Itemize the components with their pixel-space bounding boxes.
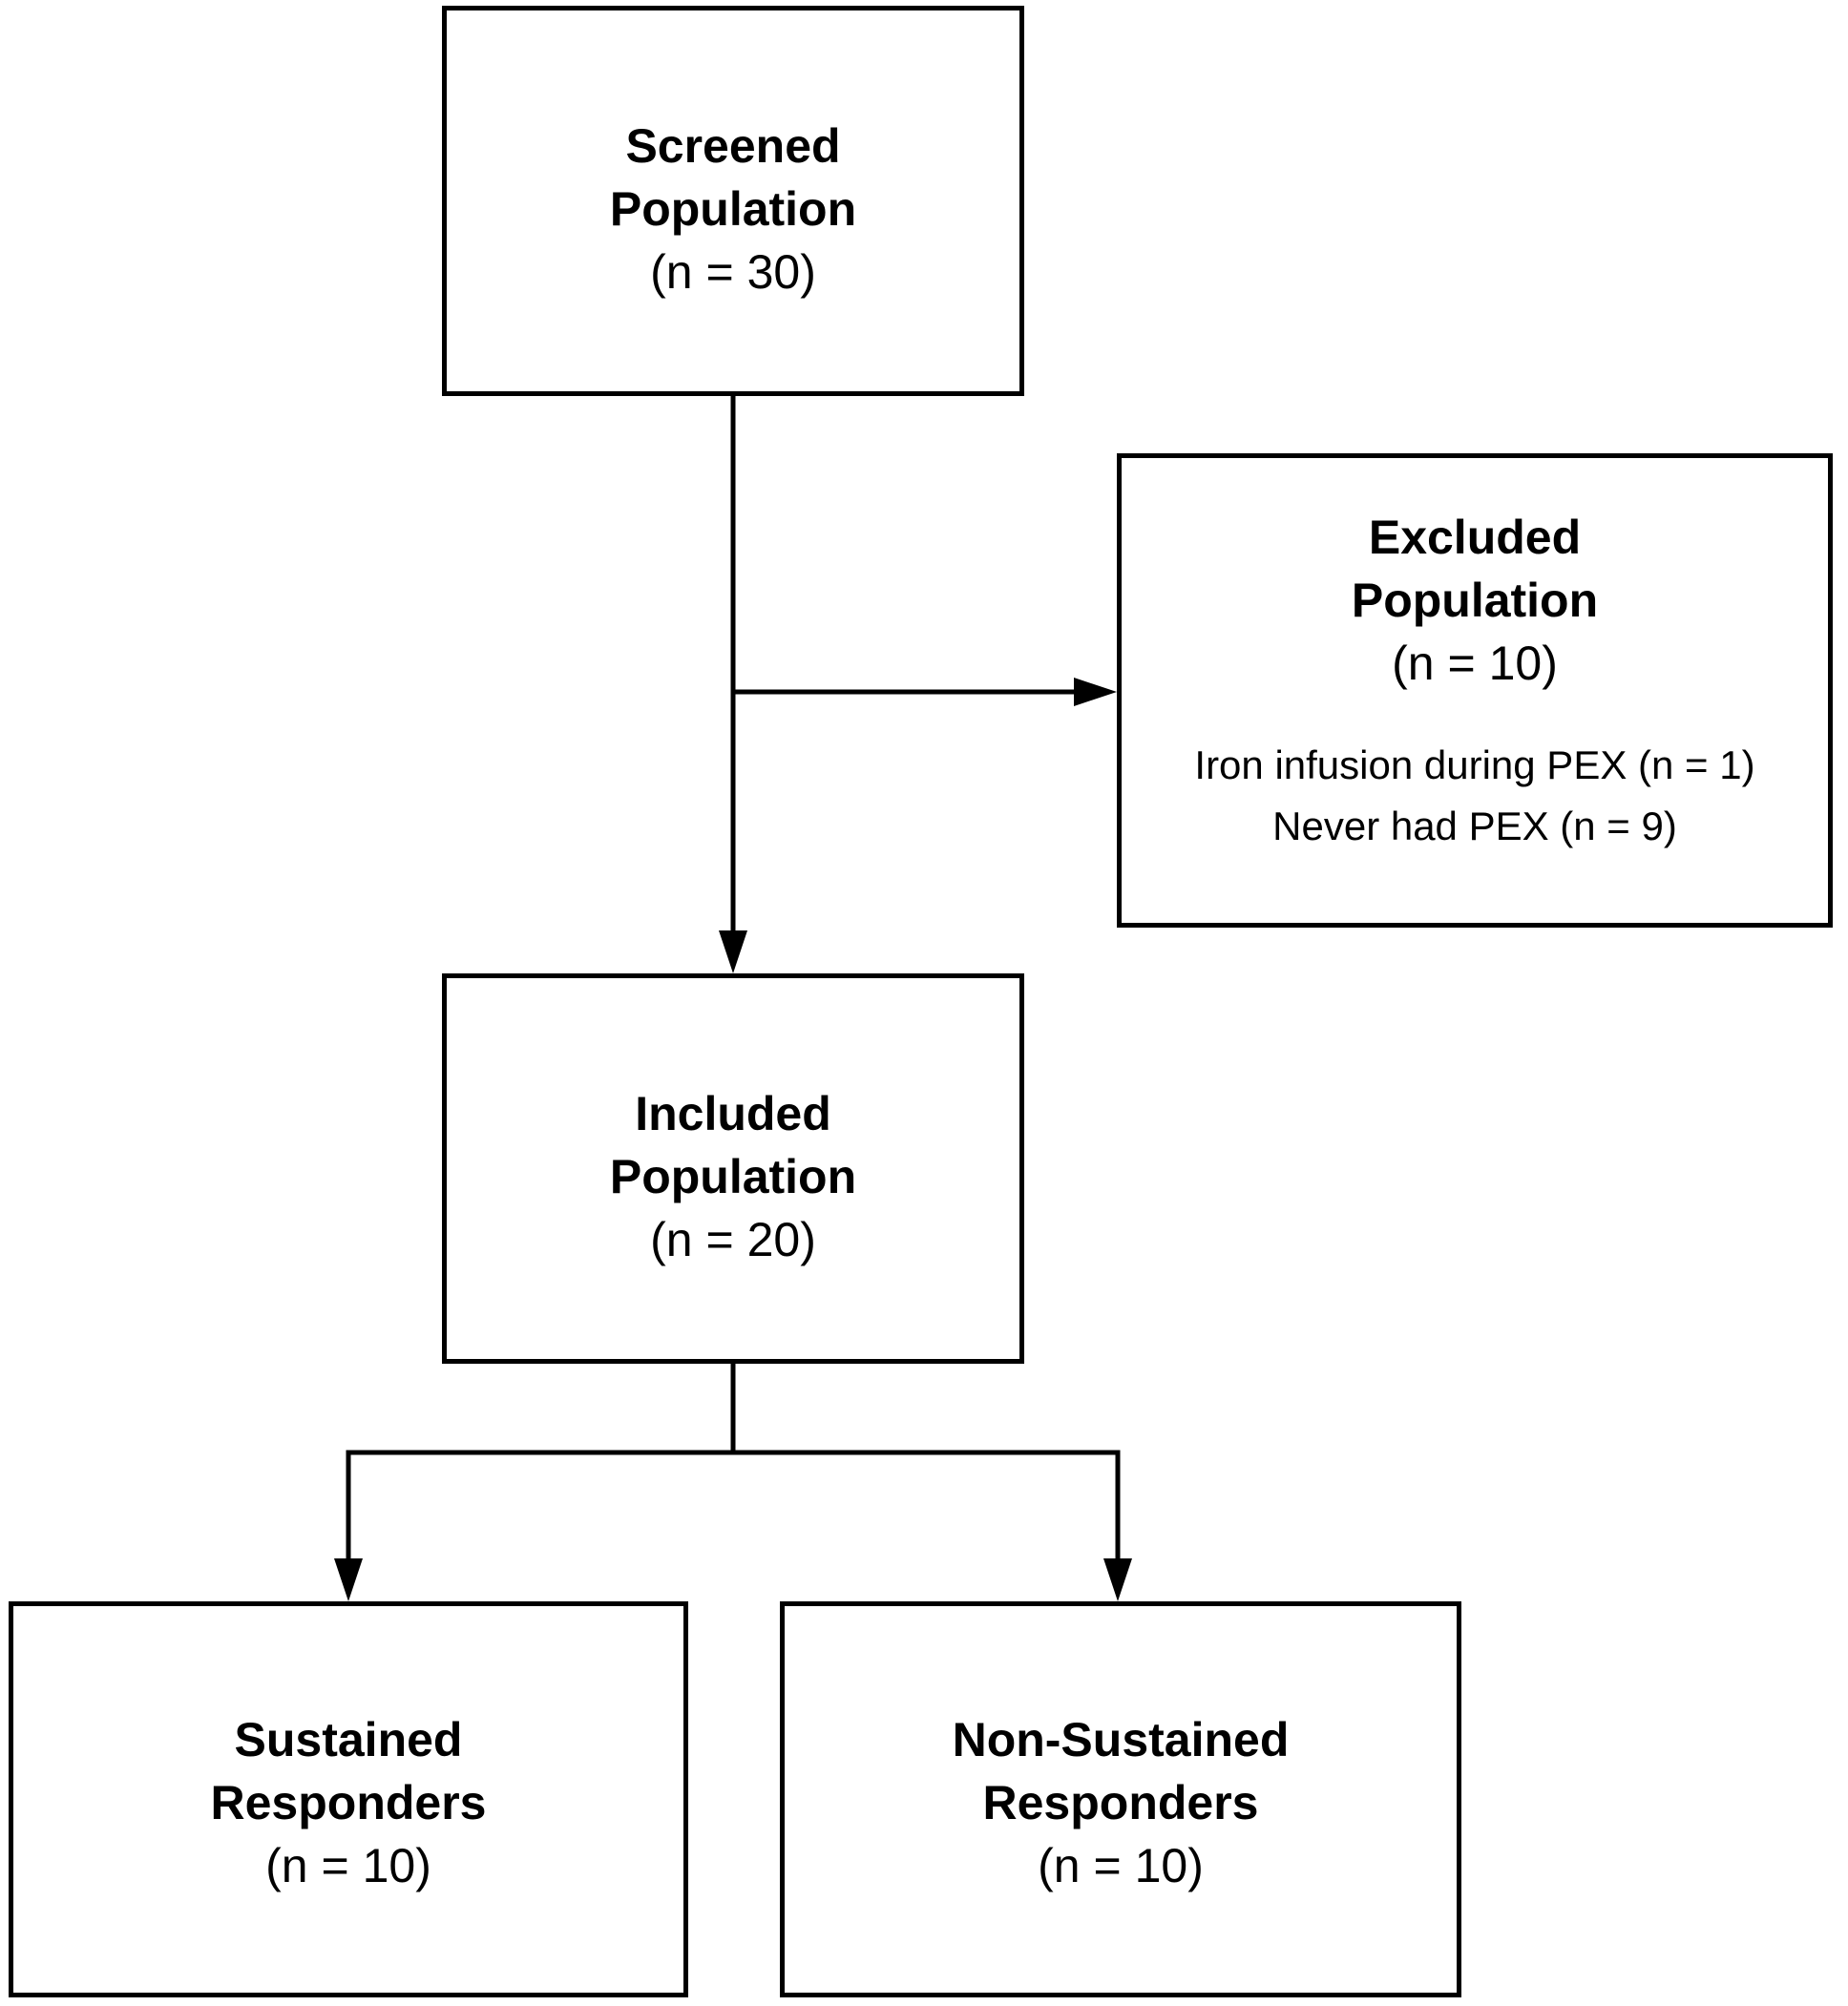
node-title-line1: Screened — [625, 119, 841, 173]
node-title-line2: Population — [609, 1150, 857, 1203]
node-title-line1: Non-Sustained — [952, 1713, 1290, 1766]
node-count: (n = 10) — [1038, 1839, 1204, 1892]
node-excluded-population: Excluded Population (n = 10) Iron infusi… — [1117, 453, 1833, 928]
node-title-line1: Excluded — [1368, 511, 1582, 564]
node-count: (n = 10) — [1392, 637, 1558, 690]
node-screened-population: Screened Population (n = 30) — [442, 6, 1024, 396]
node-count: (n = 10) — [265, 1839, 431, 1892]
node-non-sustained-responders: Non-Sustained Responders (n = 10) — [780, 1601, 1461, 1997]
arrowhead-sustained — [334, 1558, 363, 1601]
node-title-line2: Responders — [210, 1776, 487, 1829]
node-sustained-responders: Sustained Responders (n = 10) — [9, 1601, 688, 1997]
node-title-line1: Sustained — [234, 1713, 463, 1766]
node-title-line1: Included — [635, 1087, 831, 1140]
exclusion-reason-item: Never had PEX (n = 9) — [1272, 804, 1677, 848]
exclusion-reasons: Iron infusion during PEX (n = 1) Never h… — [1122, 735, 1828, 857]
node-included-population: Included Population (n = 20) — [442, 973, 1024, 1364]
node-count: (n = 30) — [650, 245, 816, 299]
node-title-line2: Responders — [982, 1776, 1259, 1829]
arrowhead-nonsustained — [1103, 1558, 1132, 1601]
arrowhead-included — [719, 930, 747, 973]
node-count: (n = 20) — [650, 1213, 816, 1266]
node-title-line2: Population — [1351, 574, 1599, 627]
exclusion-reason-item: Iron infusion during PEX (n = 1) — [1194, 742, 1755, 787]
node-title-line2: Population — [609, 182, 857, 236]
arrowhead-excluded — [1074, 678, 1117, 706]
